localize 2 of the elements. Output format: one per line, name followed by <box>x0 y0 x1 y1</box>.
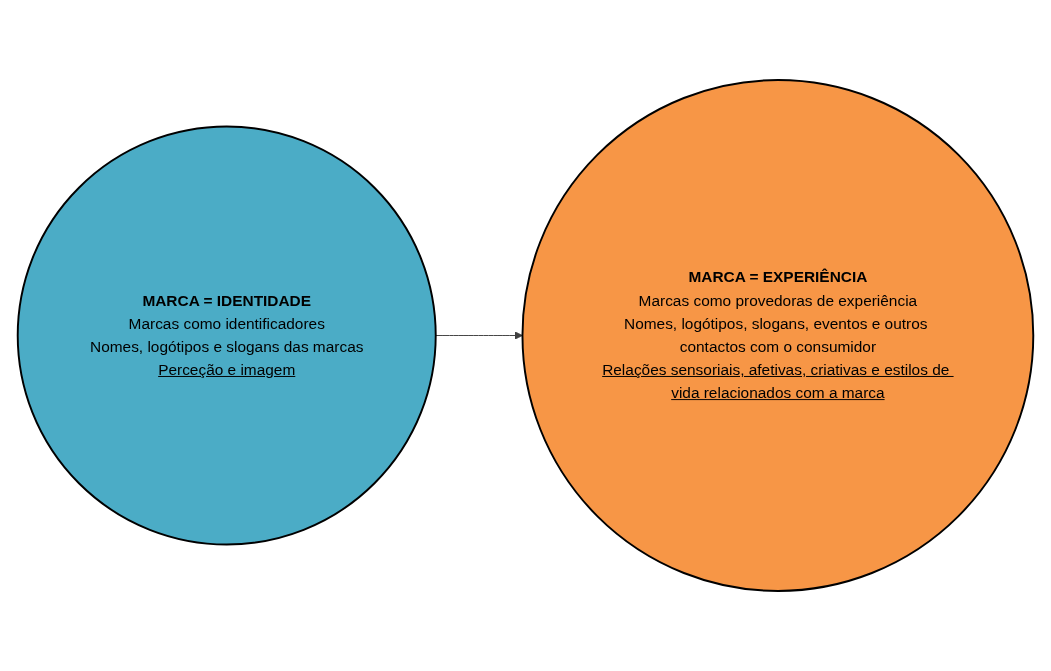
node-circle: MARCA = IDENTIDADE Marcas como identificadores Nomes, logótipos e slogans das marcas Perceção e imagem <box>16 125 437 546</box>
node-circle: MARCA = EXPERIÊNCIA Marcas como provedoras de experiência Nomes, logótipos, slogans, eventos e outros contactos com o consumidor Relações sensoriais, afetivas, criativas e estilos de vida relacionados com a marca <box>521 79 1035 592</box>
